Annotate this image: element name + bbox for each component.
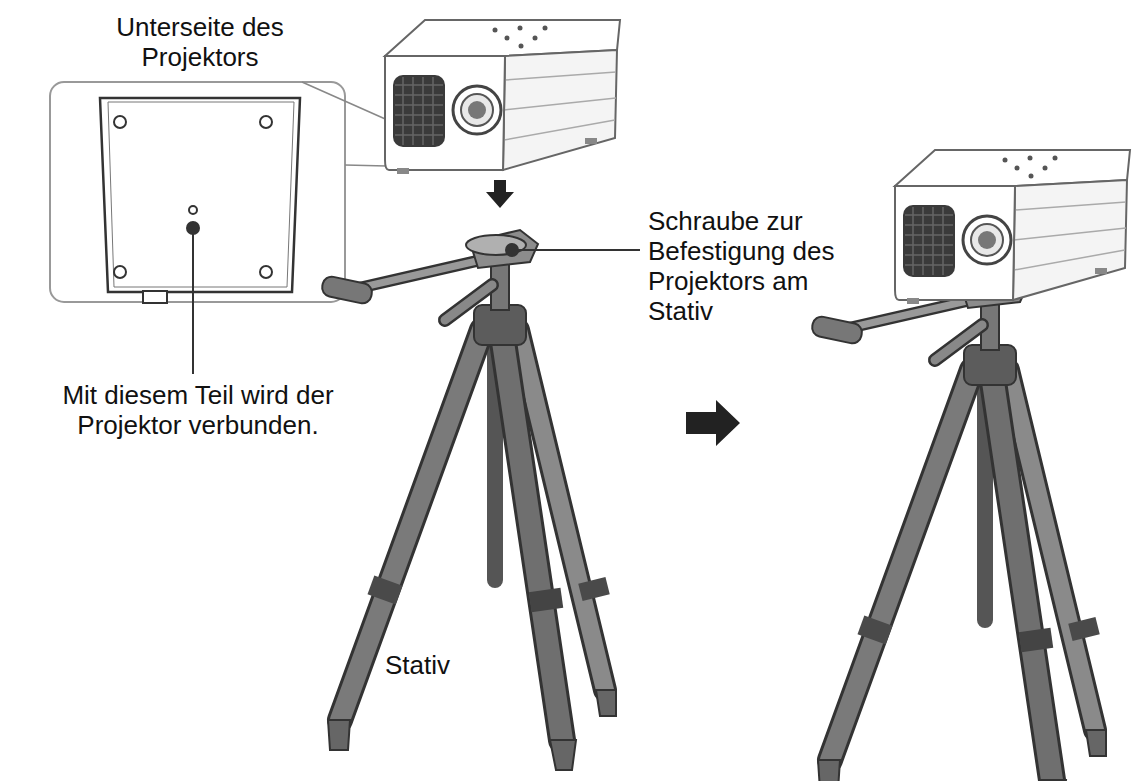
part-note: Mit diesem Teil wird der Projektor verbu… (8, 380, 388, 440)
part-name: Schraube zur Befestigung des Projektors … (648, 206, 848, 326)
view-heading: Unterseite des Projektors (90, 12, 310, 72)
part-name: Stativ (385, 650, 495, 680)
